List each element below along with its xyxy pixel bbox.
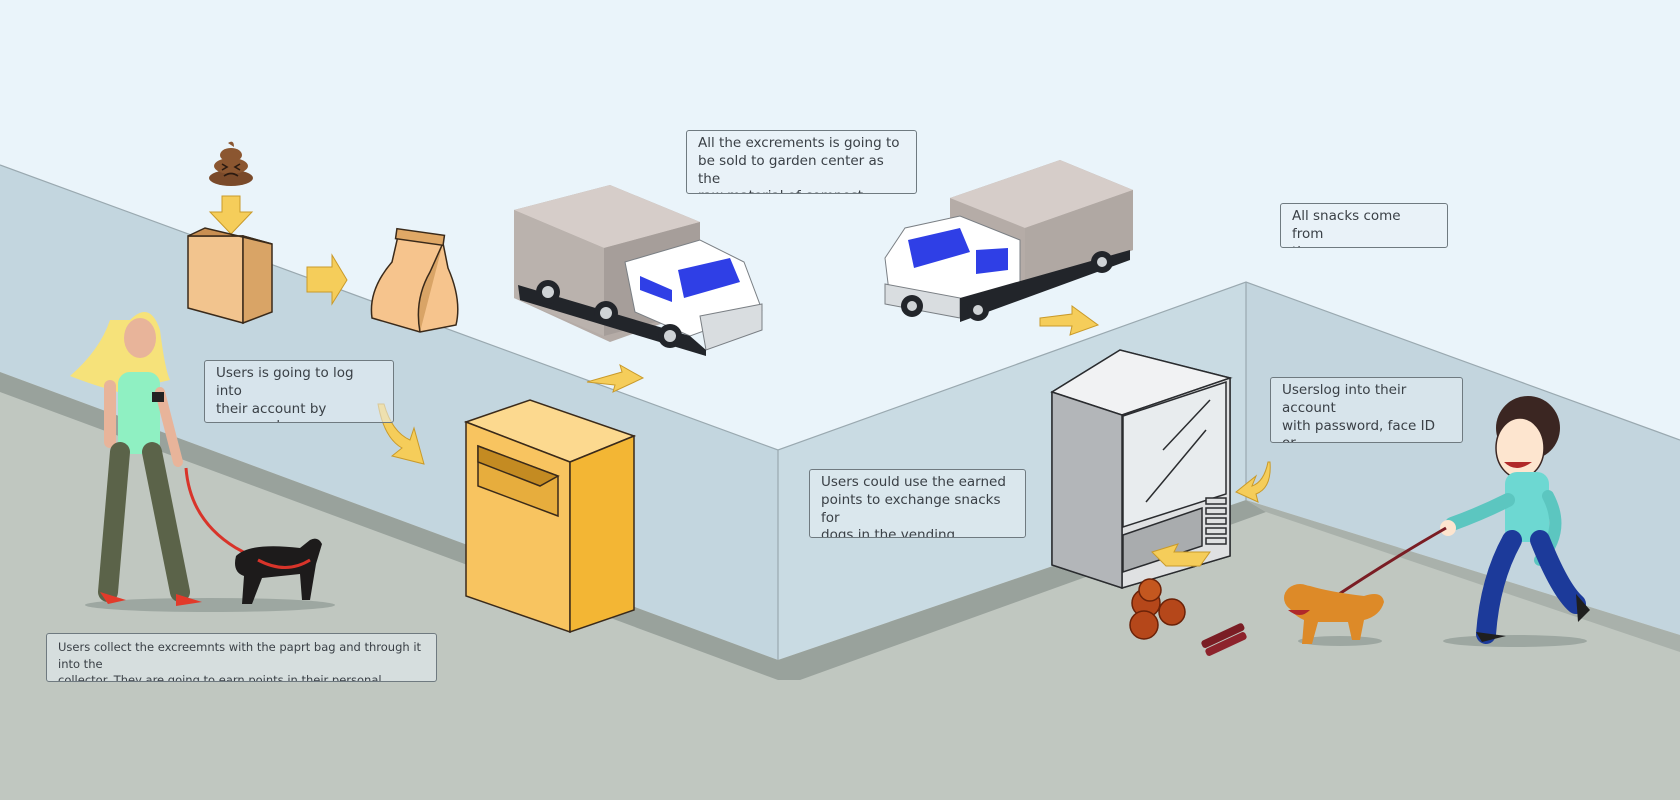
floor: [0, 372, 1680, 800]
yellow-arrow-icon: [1039, 305, 1100, 336]
compost-truck-left: [514, 185, 763, 356]
cardboard-box-icon: [187, 227, 273, 325]
snack-vending-machine: [1050, 349, 1233, 590]
poop-emoji-icon: [209, 141, 253, 186]
callout-login-right: Userslog into their account with passwor…: [1270, 377, 1463, 443]
paper-bag-icon: [370, 227, 459, 333]
yellow-arrow-icon: [586, 363, 645, 393]
dog-snacks: [1129, 578, 1247, 656]
right-wall: [1246, 282, 1680, 635]
woman-walking-dog: [70, 312, 335, 612]
yellow-arrow-icon: [1235, 461, 1271, 503]
waste-collector-bin: [463, 399, 637, 634]
callout-exchange: Users could use the earned points to exc…: [809, 469, 1026, 538]
compost-truck-right: [884, 160, 1133, 322]
yellow-arrow-icon: [1151, 543, 1211, 567]
yellow-arrow-icon: [306, 253, 348, 306]
floor-shadow-right: [1246, 500, 1680, 652]
callout-snacks-source: All snacks come from the conpany: [1280, 203, 1448, 248]
callout-collect: Users collect the excreemnts with the pa…: [46, 633, 437, 682]
callout-login-left: Users is going to log into their account…: [204, 360, 394, 423]
man-walking-dog: [1284, 396, 1590, 647]
callout-compost: All the excrements is going to be sold t…: [686, 130, 917, 194]
yellow-arrow-icon: [208, 195, 254, 235]
